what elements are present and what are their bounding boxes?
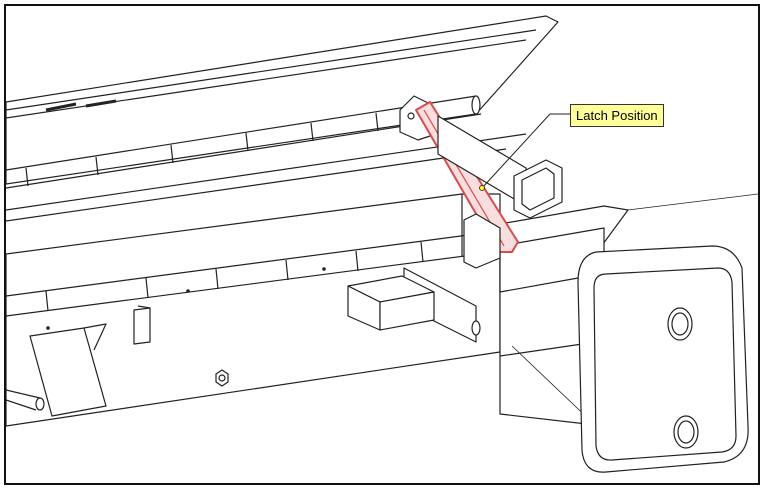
bumper-pad	[577, 245, 749, 473]
technical-drawing	[6, 15, 758, 473]
callout-leader	[479, 113, 572, 191]
callout-label: Latch Position	[570, 104, 664, 127]
left-bracket	[29, 327, 107, 417]
square-tube	[437, 115, 563, 219]
center-bracket	[347, 267, 481, 343]
upper-hinge-rod	[6, 95, 482, 189]
lid-panel	[6, 15, 559, 185]
small-tab	[133, 307, 151, 345]
diagram-frame: Latch Position	[4, 4, 760, 485]
latch-plate	[463, 213, 501, 269]
